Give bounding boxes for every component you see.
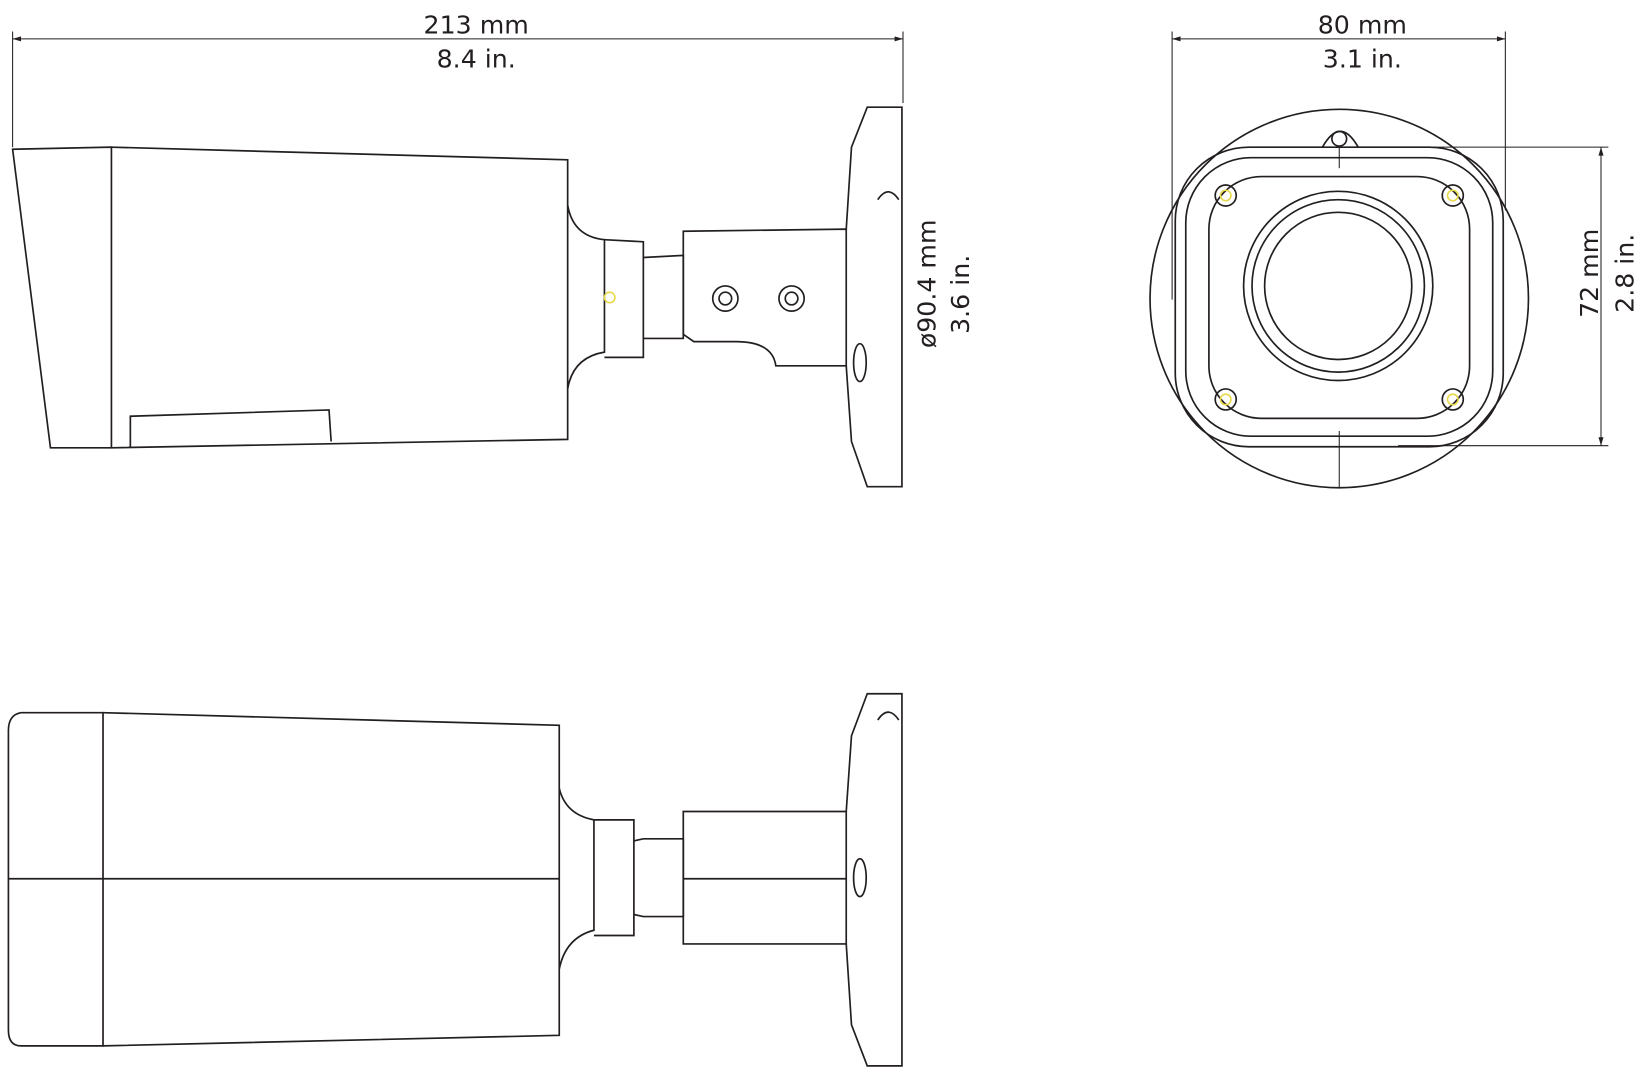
front-view: 80 mm 3.1 in. 72 mm 2.8 in. — [1149, 11, 1640, 489]
height-mm-label: 72 mm — [1575, 229, 1604, 318]
mount-diameter-in-label: 3.6 in. — [946, 255, 975, 334]
height-in-label: 2.8 in. — [1611, 234, 1640, 313]
length-in-label: 8.4 in. — [437, 44, 516, 73]
length-mm-label: 213 mm — [424, 11, 529, 40]
side-view-bottom — [7, 692, 903, 1067]
mount-diameter-mm-label: ø90.4 mm — [913, 219, 942, 348]
screws — [1214, 184, 1465, 411]
width-mm-label: 80 mm — [1318, 11, 1407, 40]
side-view-top: 213 mm 8.4 in. ø90.4 mm 3.6 in. — [11, 11, 975, 488]
width-in-label: 3.1 in. — [1323, 44, 1402, 73]
